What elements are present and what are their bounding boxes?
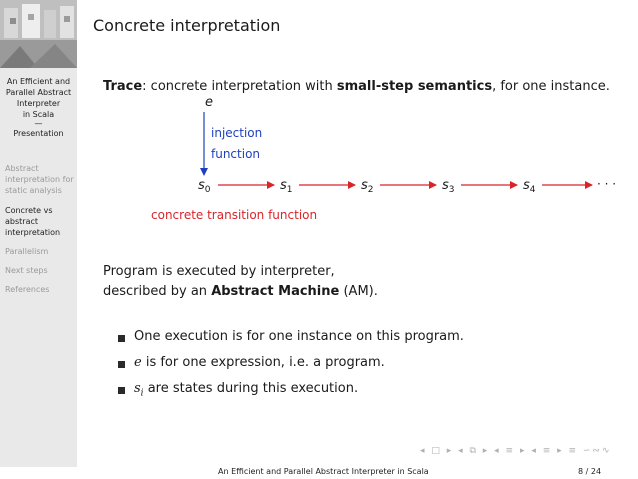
trace-bold-text: small-step semantics xyxy=(336,79,493,94)
sidebar-item-label: Concrete vs xyxy=(5,206,53,215)
program-paragraph-line: described by an Abstract Machine (AM). xyxy=(103,284,378,299)
sidebar-item-parallelism[interactable]: Parallelism xyxy=(5,247,49,256)
bullet-text: is for one expression, i.e. a program. xyxy=(141,355,385,370)
bullet-item: One execution is for one instance on thi… xyxy=(134,329,464,344)
bullet-marker xyxy=(118,387,125,394)
expression-node: e xyxy=(205,95,213,110)
bullet-item: si are states during this execution. xyxy=(134,381,358,399)
beamer-navigation-icons[interactable]: ◂ □ ▸ ◂ ⧉ ▸ ◂ ≡ ▸ ◂ ≡ ▸ ≡ ∽∾∿ xyxy=(420,446,612,456)
sidebar-presentation-title-line[interactable]: Interpreter xyxy=(16,99,61,108)
trace-label: Trace xyxy=(103,79,143,94)
sidebar-item-label: abstract xyxy=(5,217,39,226)
sidebar-subtitle[interactable]: Presentation xyxy=(13,129,64,138)
injection-label: injection xyxy=(211,126,262,140)
sidebar-item-label: Abstract xyxy=(5,164,39,173)
bullet-math: s xyxy=(134,381,141,396)
sidebar-item-next-steps[interactable]: Next steps xyxy=(5,266,48,275)
sidebar-item-label: interpretation for xyxy=(5,175,74,184)
bullet-text: One execution is for one instance on thi… xyxy=(134,329,464,344)
bullet-text: are states during this execution. xyxy=(143,381,359,396)
sidebar-item-label: interpretation xyxy=(5,228,61,237)
slide-header xyxy=(77,0,638,53)
trace-text-2: , for one instance. xyxy=(492,79,610,94)
page-number: 8 / 24 xyxy=(578,467,602,476)
ellipsis: · · · xyxy=(597,177,616,191)
bullet-math-subscript: i xyxy=(140,388,144,399)
sidebar-logo-image xyxy=(0,0,77,68)
bullet-marker xyxy=(118,361,125,368)
program-paragraph-line: Program is executed by interpreter, xyxy=(103,264,335,279)
injection-label: function xyxy=(211,147,260,161)
state-node: s4 xyxy=(523,178,536,195)
footer-bar xyxy=(0,467,638,479)
sidebar-presentation-title-line[interactable]: in Scala xyxy=(22,110,55,119)
transition-label: concrete transition function xyxy=(151,208,317,222)
sidebar-presentation-title-line[interactable]: An Efficient and xyxy=(6,77,71,86)
bullet-item: e is for one expression, i.e. a program. xyxy=(134,355,385,370)
state-node: s3 xyxy=(442,178,455,195)
slide-title: Concrete interpretation xyxy=(93,16,281,35)
trace-text-1: : concrete interpretation with xyxy=(142,79,337,94)
footer-title: An Efficient and Parallel Abstract Inter… xyxy=(218,467,429,476)
sidebar-item-label: static analysis xyxy=(5,186,62,195)
state-node: s0 xyxy=(198,178,211,195)
state-node: s1 xyxy=(280,178,293,195)
bullet-math: e xyxy=(134,355,142,370)
trace-sentence: Trace: concrete interpretation with smal… xyxy=(103,79,610,94)
paragraph-text: (AM). xyxy=(339,284,378,299)
sidebar: An Efficient and Parallel Abstract Inter… xyxy=(0,0,77,467)
sidebar-presentation-title-line[interactable]: Parallel Abstract xyxy=(5,88,72,97)
bullet-marker xyxy=(118,335,125,342)
sidebar-item-references[interactable]: References xyxy=(5,285,50,294)
state-node: s2 xyxy=(361,178,374,195)
abstract-machine-term: Abstract Machine xyxy=(211,284,340,299)
sidebar-separator: — xyxy=(34,119,43,128)
paragraph-text: described by an xyxy=(103,284,212,299)
